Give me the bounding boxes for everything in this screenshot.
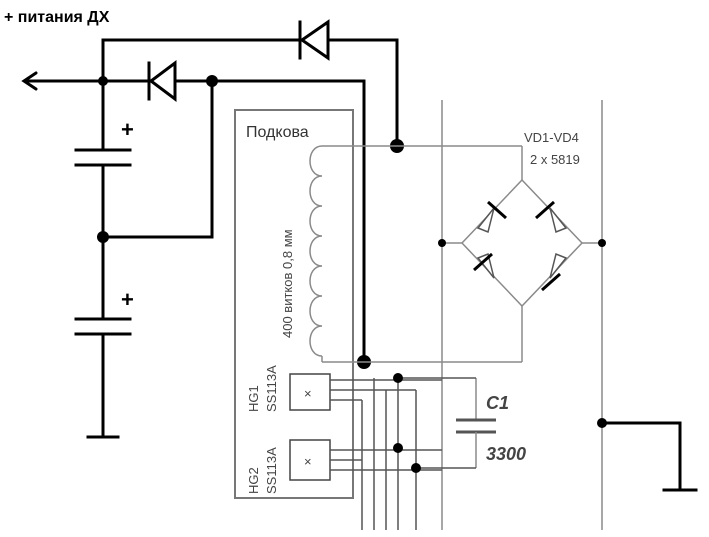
bridge-rectifier <box>442 146 602 362</box>
junction-dot <box>98 76 108 86</box>
bridge-label: VD1-VD4 <box>524 130 579 145</box>
cap-name: C1 <box>486 393 509 413</box>
junction-dot <box>411 463 421 473</box>
output-arrow <box>21 71 105 91</box>
junction-dot <box>598 239 606 247</box>
diode-vd4 <box>549 252 568 279</box>
capacitor-bottom <box>74 317 132 336</box>
capacitor-c1 <box>456 378 496 468</box>
junction-dot <box>97 231 109 243</box>
diode-vd3 <box>476 252 495 279</box>
ground-right <box>600 421 698 492</box>
sensor2-mark: × <box>304 454 312 469</box>
sensor2-name: HG2 <box>246 467 261 494</box>
capacitor-top <box>74 148 132 167</box>
plus-sign-top: + <box>121 117 134 142</box>
hall-sensor-hg1: × <box>289 373 331 411</box>
cap-value: 3300 <box>486 444 526 464</box>
coil-winding <box>309 145 323 357</box>
junction-dot <box>206 75 218 87</box>
winding-label: 400 витков 0,8 мм <box>280 229 295 338</box>
core-label: Подкова <box>246 124 309 141</box>
horseshoe-module <box>234 109 354 499</box>
supply-label: + питания ДХ <box>4 9 110 26</box>
sensor2-part: SS113A <box>264 447 279 494</box>
sensor1-name: HG1 <box>246 385 261 412</box>
diode-top <box>101 19 399 148</box>
sensor-wiring <box>330 376 476 530</box>
bridge-part: 2 x 5819 <box>530 152 580 167</box>
junction-dot <box>393 443 403 453</box>
diode-vd1 <box>476 207 495 234</box>
junction-dot <box>438 239 446 247</box>
diode-middle <box>101 60 366 364</box>
diode-vd2 <box>549 207 568 234</box>
sensor1-part: SS113A <box>264 365 279 412</box>
plus-sign-bottom: + <box>121 287 134 312</box>
sensor1-mark: × <box>304 386 312 401</box>
junction-dot <box>393 373 403 383</box>
junction-dot <box>597 418 607 428</box>
hall-sensor-hg2: × <box>289 439 331 481</box>
